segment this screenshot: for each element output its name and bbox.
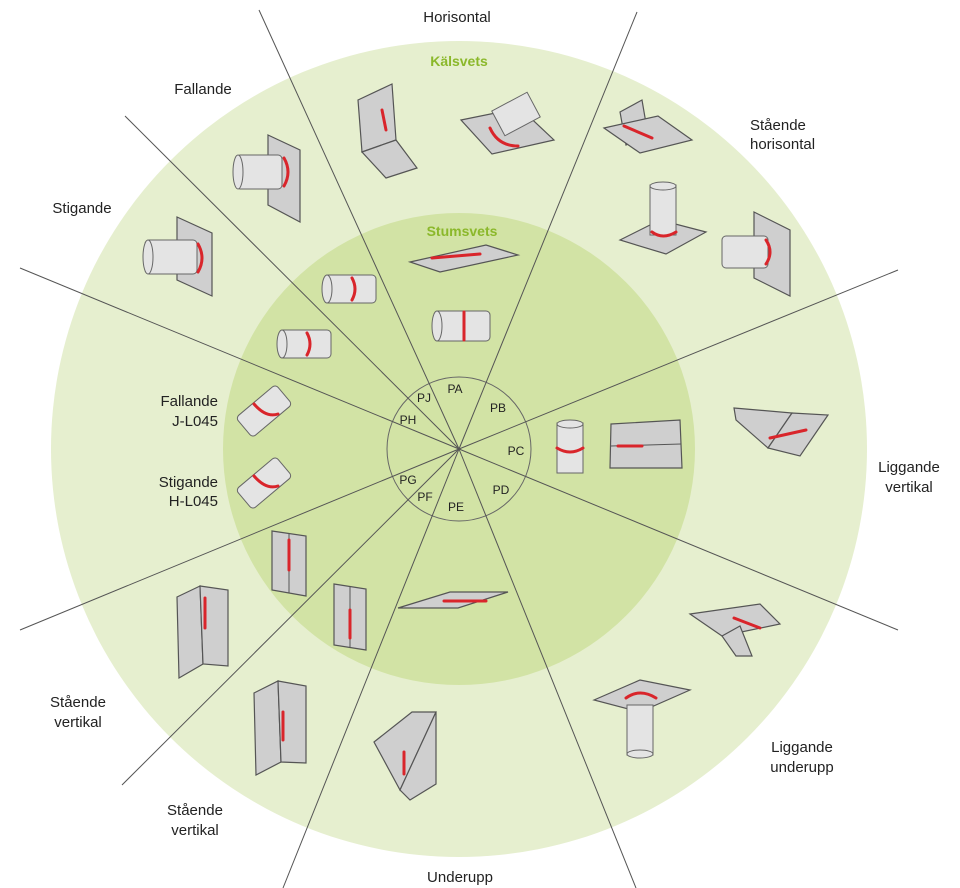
code-pb: PB [490, 401, 506, 415]
fillet-fallande-pipe-illustration [232, 134, 301, 223]
label-staende-vertikal-a-2: vertikal [54, 714, 102, 731]
code-pd: PD [493, 483, 510, 497]
label-liggande-underupp-1: Liggande [771, 739, 833, 756]
outer-ring-title: Kälsvets [430, 53, 488, 69]
fillet-pd-plate-illustration [733, 407, 830, 457]
label-staende-vertikal-b-2: vertikal [171, 822, 219, 839]
label-underupp: Underupp [427, 869, 493, 886]
butt-pg-plate-2-illustration [333, 583, 367, 651]
fillet-pc-plate-illustration [602, 99, 694, 154]
fillet-pd-plate-low-illustration [688, 603, 782, 657]
code-pf: PF [417, 490, 432, 504]
butt-pa-pipe-illustration [431, 310, 491, 342]
code-pg: PG [399, 473, 416, 487]
label-stigande: Stigande [52, 200, 111, 217]
label-stigande-hl045-2: H-L045 [169, 493, 218, 510]
inner-ring-title: Stumsvets [427, 223, 498, 239]
fillet-pf-plate-b-illustration [253, 680, 307, 776]
label-fallande-jl045-2: J-L045 [172, 413, 218, 430]
butt-pe-plate-illustration [397, 591, 509, 609]
fillet-pipe-horizontal-illustration [459, 91, 556, 155]
radial-dividers [19, 9, 899, 888]
butt-jl045-pipe-illustration [236, 385, 292, 437]
label-staende-vertikal-a-1: Stående [50, 694, 106, 711]
label-fallande: Fallande [174, 81, 232, 98]
fillet-pc-pipe-illustration [618, 181, 708, 255]
center-code-ring [386, 376, 532, 522]
label-fallande-jl045-1: Fallande [160, 393, 218, 410]
code-pj: PJ [417, 391, 431, 405]
label-liggande-vertikal-2: vertikal [885, 479, 933, 496]
butt-pa-plate-illustration [407, 244, 521, 273]
fillet-pf-plate-a-illustration [176, 585, 229, 680]
fillet-pc-pipe-wall-illustration [721, 211, 791, 297]
butt-hl045-pipe-illustration [236, 457, 292, 509]
fillet-stigande-pipe-illustration [142, 216, 213, 297]
label-staende-vertikal-b-1: Stående [167, 802, 223, 819]
label-liggande-underupp-2: underupp [770, 759, 833, 776]
label-staende-horisontal-1: Stående [750, 117, 806, 134]
code-ph: PH [400, 413, 417, 427]
fillet-pd-pipe-underupp-illustration [592, 679, 692, 759]
label-horisontal: Horisontal [423, 9, 491, 26]
fillet-pd-underupp-illustration [373, 711, 437, 801]
label-liggande-vertikal-1: Liggande [878, 459, 940, 476]
butt-pc-pipe-illustration [555, 419, 585, 474]
label-staende-horisontal-2: horisontal [750, 136, 815, 153]
butt-pc-plate-illustration [609, 419, 683, 469]
code-pc: PC [508, 444, 525, 458]
label-stigande-hl045-1: Stigande [159, 474, 218, 491]
butt-pf-pipe-2-illustration [276, 329, 332, 359]
butt-pf-pipe-1-illustration [321, 274, 377, 304]
code-pa: PA [447, 382, 462, 396]
butt-pf-plate-1-illustration [271, 530, 307, 597]
code-pe: PE [448, 500, 464, 514]
fillet-pb-plate-illustration [357, 83, 418, 179]
